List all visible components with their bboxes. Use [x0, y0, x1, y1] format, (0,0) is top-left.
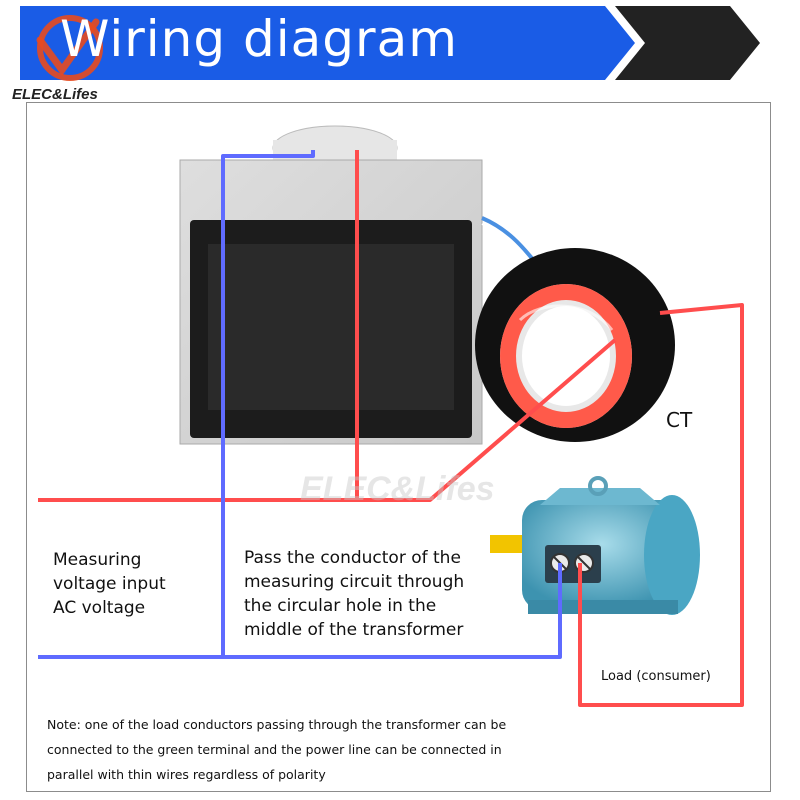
banner-arrow-icon: [615, 6, 760, 80]
pass-line-2: measuring circuit through: [244, 572, 465, 592]
measuring-line-1: Measuring: [53, 550, 142, 570]
blue-wire-circuit: [38, 150, 562, 659]
electric-motor-icon: [490, 476, 700, 615]
brand-logo-icon: [36, 15, 103, 81]
page-title: Wiring diagram: [60, 10, 458, 68]
pass-conductor-label: Pass the conductor of the measuring circ…: [244, 546, 464, 642]
note-line-1: Note: one of the load conductors passing…: [47, 717, 507, 732]
red-wire-circuit: [38, 150, 744, 707]
measuring-line-2: voltage input: [53, 574, 166, 594]
current-transformer-icon: [475, 248, 675, 442]
measuring-voltage-label: Measuring voltage input AC voltage: [53, 548, 166, 620]
diagram-frame: [26, 102, 771, 792]
pass-line-3: the circular hole in the: [244, 596, 437, 616]
load-consumer-label: Load (consumer): [601, 669, 711, 684]
note-line-3: parallel with thin wires regardless of p…: [47, 767, 326, 782]
note-text: Note: one of the load conductors passing…: [47, 712, 747, 787]
pass-line-4: middle of the transformer: [244, 620, 464, 640]
banner-blue-shape: [20, 6, 635, 80]
header-banner: [20, 6, 760, 81]
meter-device-icon: [179, 125, 537, 445]
note-line-2: connected to the green terminal and the …: [47, 742, 502, 757]
watermark: ELEC&Lifes: [300, 470, 495, 508]
measuring-line-3: AC voltage: [53, 598, 146, 618]
brand-name: ELEC&Lifes: [12, 86, 98, 103]
pass-line-1: Pass the conductor of the: [244, 548, 461, 568]
ct-label: CT: [666, 408, 693, 432]
